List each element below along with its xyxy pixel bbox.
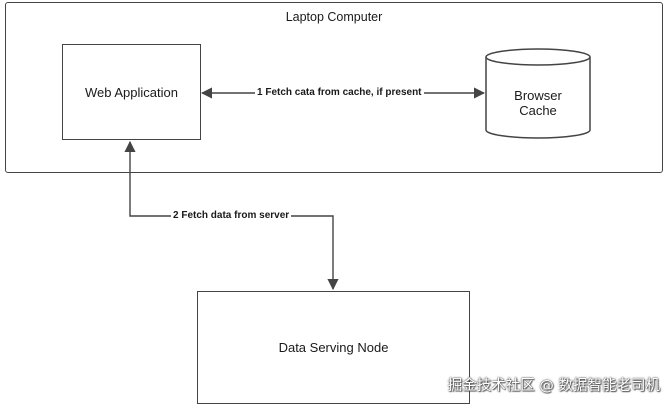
edge-server-label: 2 Fetch data from server (171, 210, 292, 221)
edge-cache-label: 1 Fetch cata from cache, if present (255, 87, 424, 98)
container-title: Laptop Computer (285, 10, 383, 24)
data-serving-node-label: Data Serving Node (278, 340, 389, 355)
browser-cache-label: Browser Cache (514, 88, 562, 118)
watermark-text: 掘金技术社区 @ 数据智能老司机 (447, 378, 660, 394)
data-serving-node: Data Serving Node (197, 291, 470, 404)
web-application-label: Web Application (85, 84, 178, 100)
browser-cache-cylinder (485, 48, 591, 139)
web-application-node: Web Application (62, 44, 201, 140)
